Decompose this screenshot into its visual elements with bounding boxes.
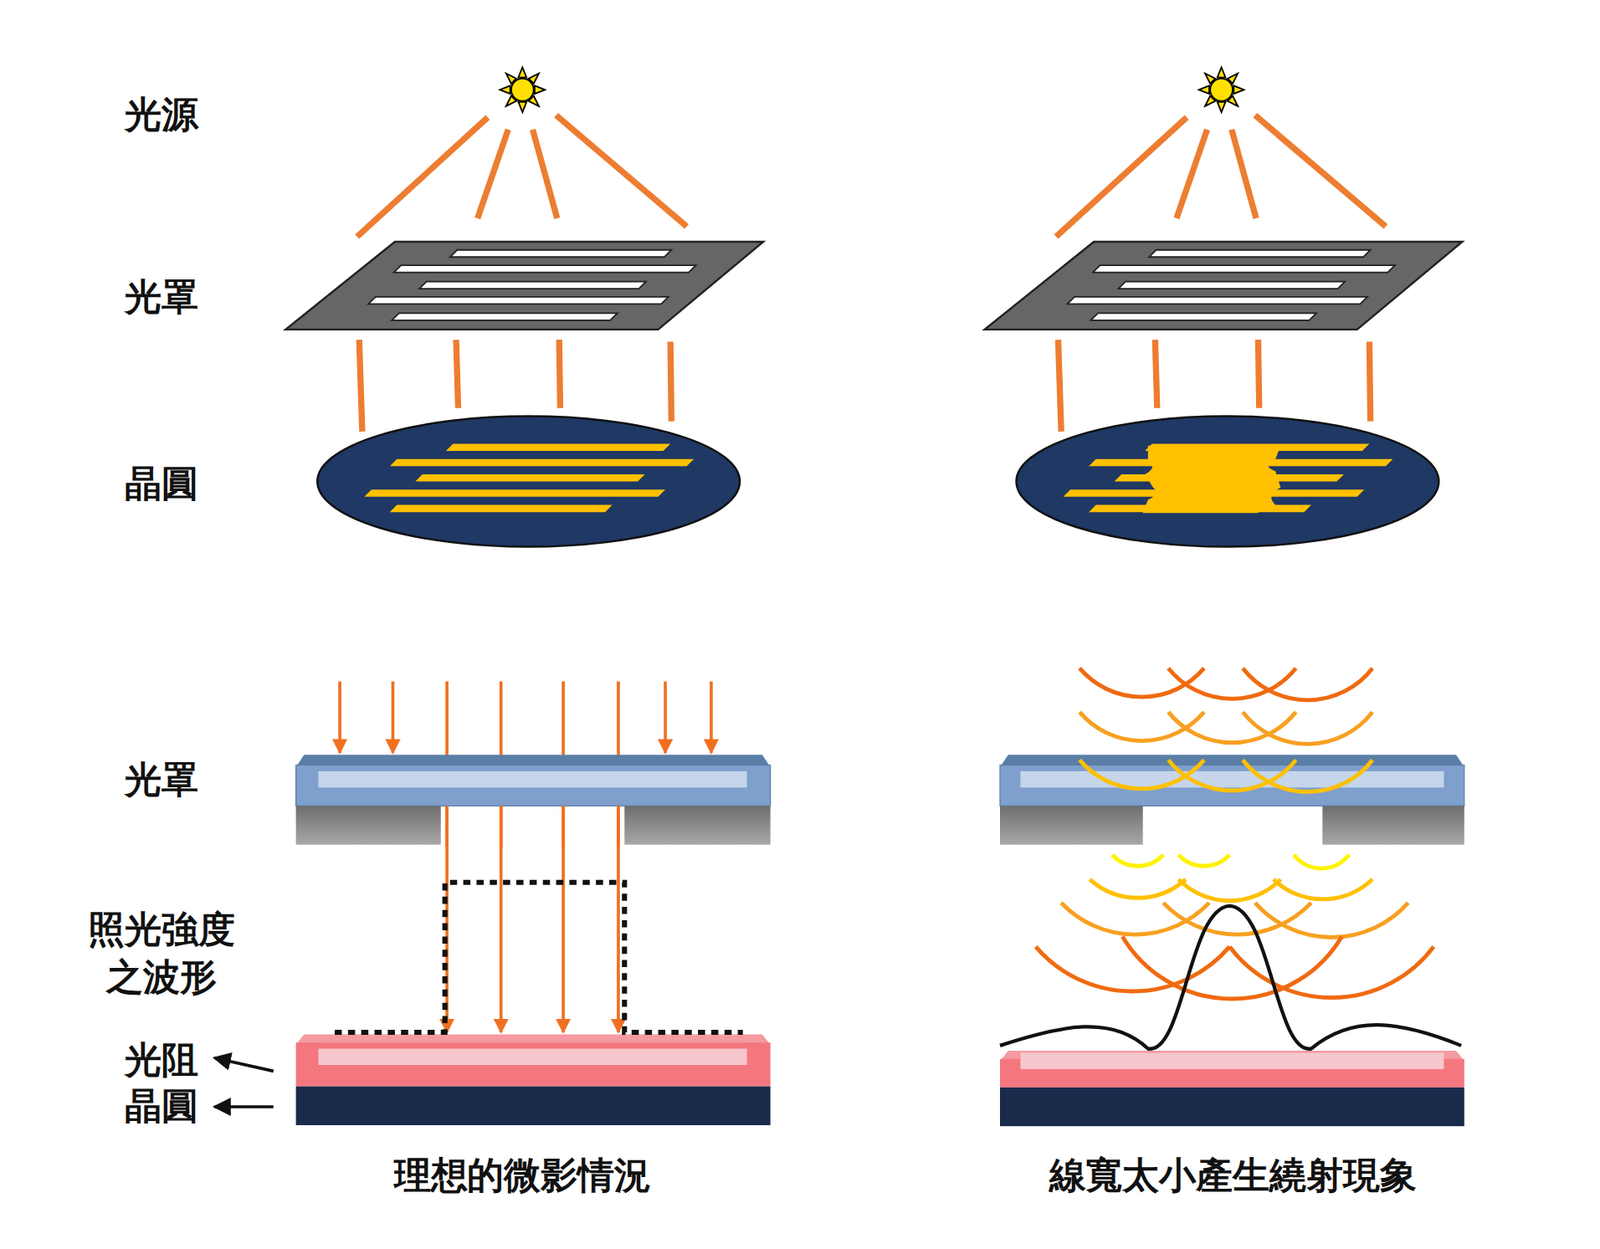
part-label: 光罩 bbox=[124, 274, 199, 323]
part-label: 照光強度 之波形 bbox=[79, 906, 243, 1002]
panel-caption: 線寬太小產生繞射現象 bbox=[1049, 1152, 1417, 1200]
panel-caption: 理想的微影情況 bbox=[394, 1152, 652, 1200]
part-label: 晶圓 bbox=[124, 1083, 199, 1132]
part-label: 晶圓 bbox=[124, 461, 199, 509]
part-label: 光阻 bbox=[124, 1037, 199, 1086]
part-label: 光源 bbox=[124, 91, 199, 139]
part-label: 光罩 bbox=[124, 756, 199, 805]
